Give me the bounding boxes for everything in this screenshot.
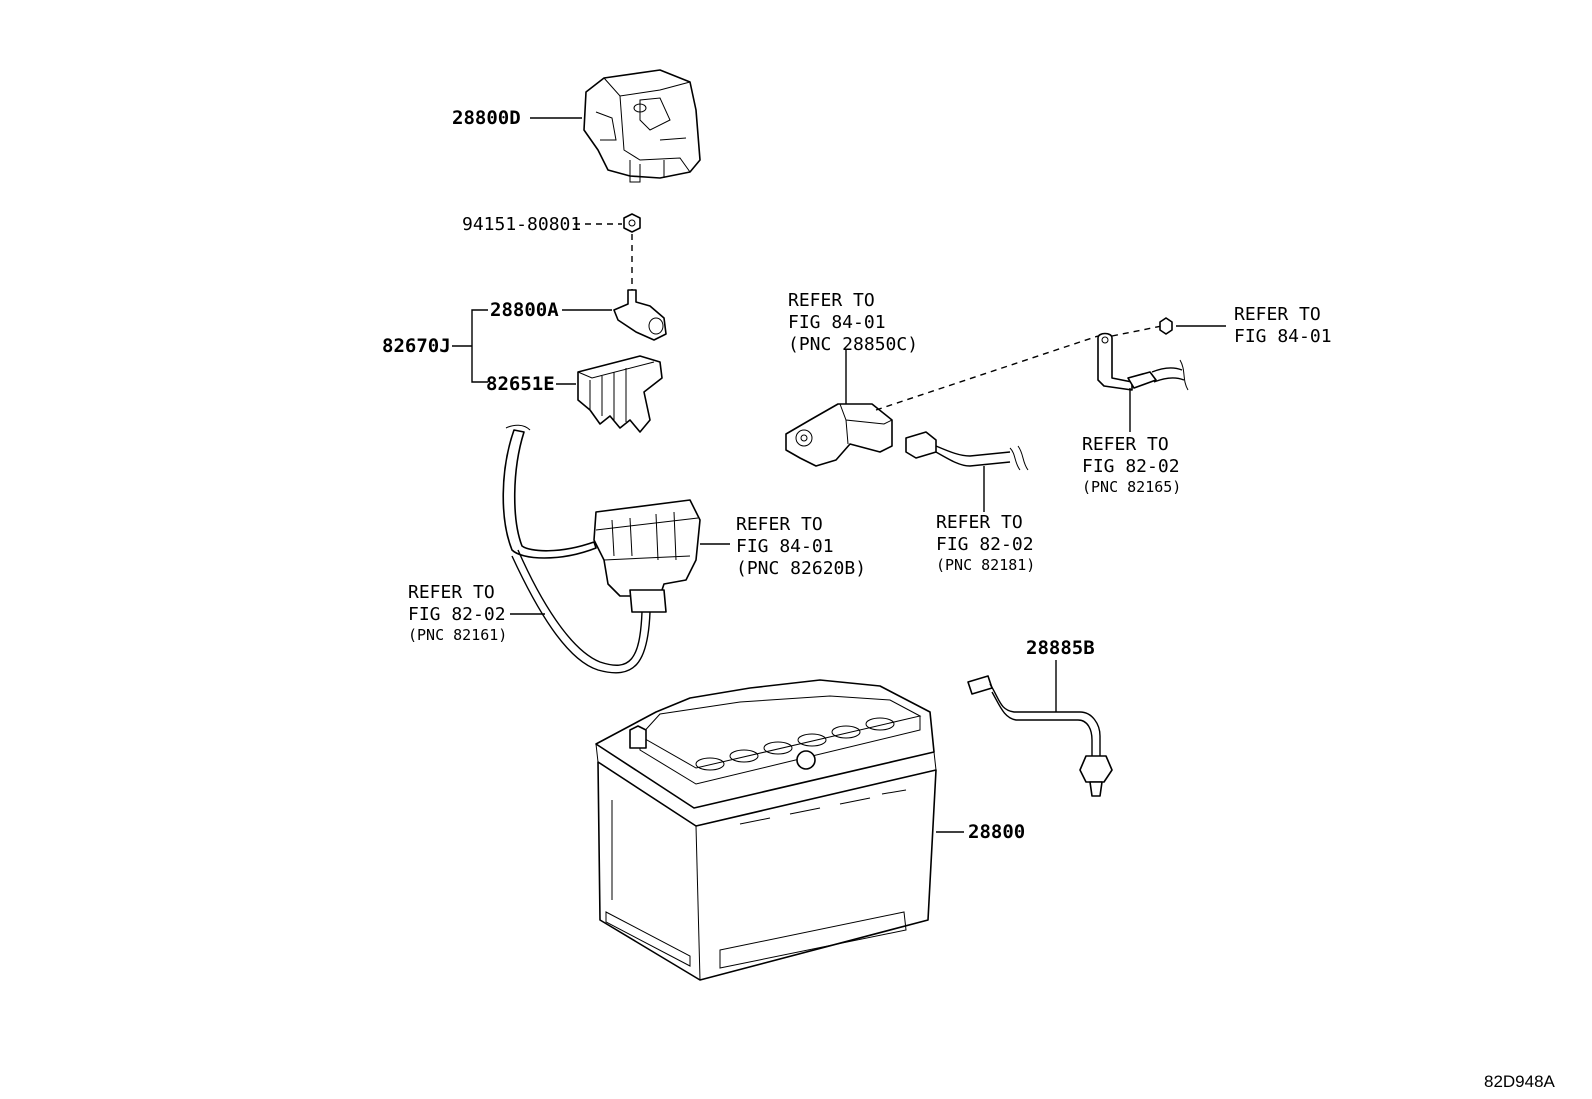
refer-nut-line2: FIG 84-01 (1234, 326, 1332, 347)
part-82651E-cover[interactable] (577, 355, 663, 433)
refer-82181-line3: (PNC 82181) (936, 556, 1035, 574)
figure-id: 82D948A (1484, 1072, 1556, 1091)
refer-82165-line3: (PNC 82165) (1082, 478, 1181, 496)
refer-82161-line3: (PNC 82161) (408, 626, 507, 644)
label-94151-80801: 94151-80801 (462, 214, 581, 235)
label-28800: 28800 (968, 821, 1025, 843)
refer-82620B-line2: FIG 84-01 (736, 536, 834, 557)
refer-82181-line2: FIG 82-02 (936, 534, 1034, 555)
refer-82620B-line1: REFER TO (736, 514, 823, 535)
refer-82165-line1: REFER TO (1082, 434, 1169, 455)
label-28800D: 28800D (452, 107, 521, 129)
assembly-line-nut2 (1111, 325, 1163, 337)
label-28800A: 28800A (490, 299, 559, 321)
refer-82165-line2: FIG 82-02 (1082, 456, 1180, 477)
refer-block-82181: REFER TO FIG 82-02 (PNC 82181) (936, 512, 1035, 574)
part-94151-80801-nut[interactable] (623, 213, 641, 233)
refer-28850C-line3: (PNC 28850C) (788, 334, 918, 355)
refer-block-nut: REFER TO FIG 84-01 (1234, 304, 1332, 347)
part-fuse-block[interactable] (593, 499, 701, 613)
refer-82161-line1: REFER TO (408, 582, 495, 603)
bracket-82670J (471, 309, 488, 383)
refer-block-82165: REFER TO FIG 82-02 (PNC 82165) (1082, 434, 1181, 496)
part-28885B-vent-hose[interactable] (967, 675, 1113, 797)
refer-block-28850C: REFER TO FIG 84-01 (PNC 28850C) (788, 290, 918, 355)
refer-28850C-line2: FIG 84-01 (788, 312, 886, 333)
refer-82161-line2: FIG 82-02 (408, 604, 506, 625)
part-28800-battery[interactable] (595, 679, 937, 981)
cable-82161-b[interactable] (511, 555, 651, 674)
refer-nut-line1: REFER TO (1234, 304, 1321, 325)
part-nut-upper-right[interactable] (1159, 317, 1173, 335)
part-28800A-terminal[interactable] (613, 289, 667, 341)
label-82670J: 82670J (382, 335, 451, 357)
part-connector-82181[interactable] (905, 431, 1029, 471)
part-terminal-clamp[interactable] (785, 403, 893, 467)
cable-main[interactable] (502, 429, 597, 559)
refer-82620B-line3: (PNC 82620B) (736, 558, 866, 579)
cable-82161-a[interactable] (517, 549, 643, 666)
part-28800D-cover[interactable] (583, 69, 701, 183)
refer-28850C-line1: REFER TO (788, 290, 875, 311)
refer-82181-line1: REFER TO (936, 512, 1023, 533)
part-ground-bracket[interactable] (1097, 332, 1189, 391)
refer-block-82620B: REFER TO FIG 84-01 (PNC 82620B) (736, 514, 866, 579)
label-28885B: 28885B (1026, 637, 1095, 659)
refer-block-82161: REFER TO FIG 82-02 (PNC 82161) (408, 582, 507, 644)
label-82651E: 82651E (486, 373, 555, 395)
